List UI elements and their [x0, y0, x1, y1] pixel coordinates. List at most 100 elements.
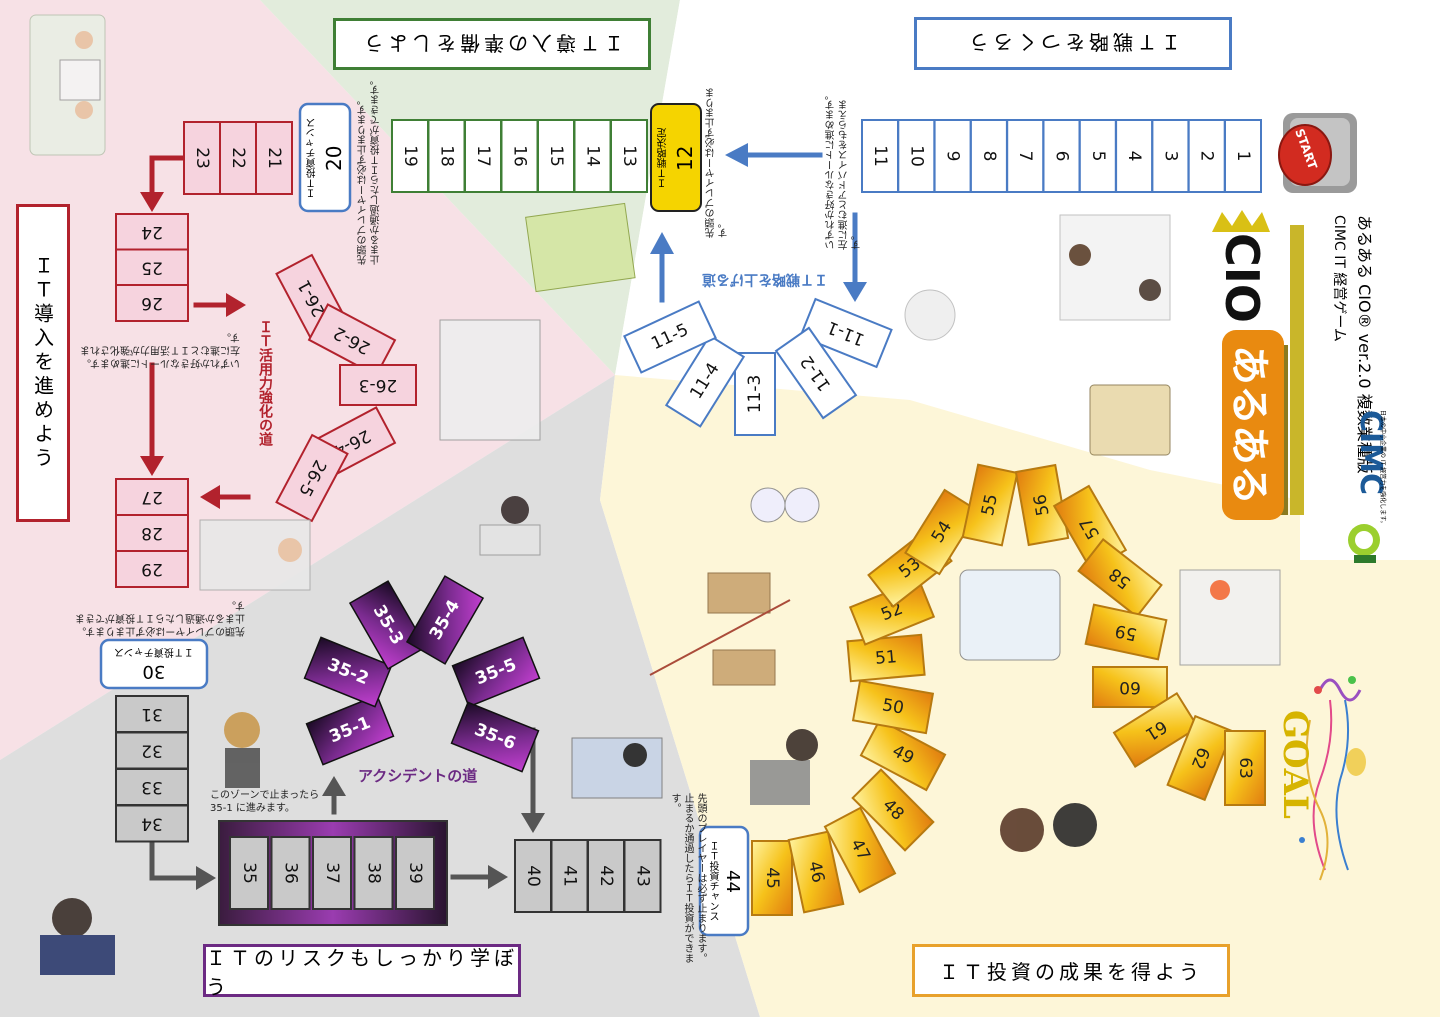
- square-16[interactable]: 16: [500, 119, 539, 193]
- note-accident-zone: このゾーンで止まったら 35-1 に進みます。: [210, 789, 340, 815]
- square-36[interactable]: 36: [270, 836, 311, 910]
- square-box: [1092, 666, 1168, 708]
- square-35-2[interactable]: 35-2: [303, 636, 393, 708]
- square-11[interactable]: 11: [861, 119, 899, 193]
- square-47[interactable]: 47: [823, 806, 897, 894]
- square-27[interactable]: 27: [115, 478, 189, 516]
- square-59[interactable]: 59: [1084, 603, 1168, 661]
- square-26-5[interactable]: 26-5: [275, 433, 349, 523]
- square-11-1[interactable]: 11-1: [799, 297, 893, 369]
- square-58[interactable]: 58: [1077, 538, 1163, 618]
- square-54[interactable]: 54: [904, 488, 980, 576]
- square-box: [115, 768, 189, 806]
- square-45[interactable]: 45: [751, 840, 793, 916]
- square-12-number: 12: [672, 144, 697, 171]
- square-38[interactable]: 38: [353, 836, 394, 910]
- square-11-2[interactable]: 11-2: [774, 326, 858, 420]
- square-25[interactable]: 25: [115, 248, 189, 287]
- square-63[interactable]: 63: [1224, 730, 1266, 806]
- square-number: 42: [596, 865, 616, 887]
- square-20[interactable]: [298, 102, 352, 213]
- square-19[interactable]: 19: [391, 119, 429, 193]
- square-62[interactable]: 62: [1166, 714, 1234, 802]
- square-3[interactable]: 3: [1151, 119, 1190, 193]
- square-29[interactable]: 29: [115, 550, 189, 588]
- square-44[interactable]: [698, 825, 750, 937]
- square-31[interactable]: 31: [115, 695, 189, 733]
- square-42[interactable]: 42: [587, 839, 625, 913]
- square-11-4[interactable]: 11-4: [664, 334, 746, 428]
- square-18[interactable]: 18: [427, 119, 466, 193]
- square-1[interactable]: 1: [1224, 119, 1262, 193]
- square-49[interactable]: 49: [859, 718, 947, 792]
- square-box: [219, 121, 257, 195]
- square-32[interactable]: 32: [115, 731, 189, 770]
- square-40[interactable]: 40: [514, 839, 552, 913]
- square-8[interactable]: 8: [969, 119, 1008, 193]
- square-48[interactable]: 48: [851, 768, 935, 852]
- note-sq30: 先頭のプレイヤーは必ず止まります。 止まるか通過したらＩＴ投資ができます。: [70, 598, 245, 637]
- square-41[interactable]: 41: [550, 839, 589, 913]
- logo-cio-text: CIO: [1212, 232, 1272, 324]
- square-26-3[interactable]: 26-3: [339, 364, 417, 406]
- square-24[interactable]: 24: [115, 213, 189, 251]
- square-11-5[interactable]: 11-5: [623, 300, 717, 374]
- square-35-3[interactable]: 35-3: [348, 580, 428, 670]
- square-55[interactable]: 55: [961, 463, 1019, 547]
- square-51[interactable]: 51: [846, 633, 926, 683]
- square-12[interactable]: [650, 103, 702, 212]
- square-34[interactable]: 34: [115, 804, 189, 843]
- start-button-icon[interactable]: [1278, 113, 1357, 193]
- zone-title-gray-text: ＩＴのリスクもしっかり学ぼう: [206, 945, 518, 999]
- square-14[interactable]: 14: [573, 119, 612, 193]
- square-46[interactable]: 46: [787, 830, 845, 914]
- square-6[interactable]: 6: [1042, 119, 1081, 193]
- square-37[interactable]: 37: [312, 836, 352, 910]
- square-50[interactable]: 50: [851, 679, 935, 735]
- square-35-6[interactable]: 35-6: [450, 701, 540, 773]
- note-sq20: 先頭のプレイヤーは必ず止まります。 止まるか通過したらＩＴ投資ができます。: [357, 75, 383, 265]
- square-30[interactable]: [99, 638, 209, 690]
- square-box: [405, 575, 485, 665]
- square-22[interactable]: 22: [219, 121, 257, 195]
- square-26-2[interactable]: 26-2: [307, 303, 397, 377]
- square-box: [305, 694, 395, 766]
- square-17[interactable]: 17: [464, 119, 502, 193]
- square-4[interactable]: 4: [1115, 119, 1154, 193]
- square-box: [1078, 119, 1117, 193]
- square-35[interactable]: 35: [229, 836, 269, 910]
- square-21[interactable]: 21: [255, 121, 293, 195]
- square-box: [1115, 119, 1154, 193]
- zone-title-red: ＩＴ導入を進めよう: [16, 204, 70, 522]
- square-11-3[interactable]: 11-3: [734, 352, 776, 436]
- square-number: 36: [281, 862, 301, 884]
- square-56[interactable]: 56: [1014, 463, 1070, 547]
- square-28[interactable]: 28: [115, 514, 189, 552]
- square-23[interactable]: 23: [183, 121, 221, 195]
- square-43[interactable]: 43: [623, 839, 662, 913]
- square-box: [115, 804, 189, 843]
- square-39[interactable]: 39: [395, 836, 435, 910]
- zone-title-gold-text: ＩＴ投資の成果を得よう: [939, 960, 1203, 984]
- square-26[interactable]: 26: [115, 284, 189, 322]
- square-35-4[interactable]: 35-4: [405, 575, 485, 665]
- zone-title-gold: ＩＴ投資の成果を得よう: [912, 944, 1230, 997]
- square-10[interactable]: 10: [897, 119, 936, 193]
- square-5[interactable]: 5: [1078, 119, 1117, 193]
- square-15[interactable]: 15: [537, 119, 575, 193]
- square-number: 38: [364, 862, 384, 884]
- square-60[interactable]: 60: [1092, 666, 1168, 708]
- square-35-1[interactable]: 35-1: [305, 694, 395, 766]
- square-2[interactable]: 2: [1187, 119, 1226, 193]
- square-9[interactable]: 9: [933, 119, 972, 193]
- square-number: 4: [1124, 151, 1144, 162]
- note-line: 止まるか通過したらＩＴ投資ができます。: [371, 75, 382, 265]
- square-33[interactable]: 33: [115, 768, 189, 806]
- square-box: [395, 836, 435, 910]
- square-7[interactable]: 7: [1006, 119, 1045, 193]
- square-61[interactable]: 61: [1112, 692, 1200, 768]
- square-13[interactable]: 13: [610, 119, 648, 193]
- square-30-text: 30 ＩＴ投資チャンス: [101, 640, 207, 688]
- square-number: 10: [906, 145, 926, 167]
- square-35-5[interactable]: 35-5: [451, 636, 541, 708]
